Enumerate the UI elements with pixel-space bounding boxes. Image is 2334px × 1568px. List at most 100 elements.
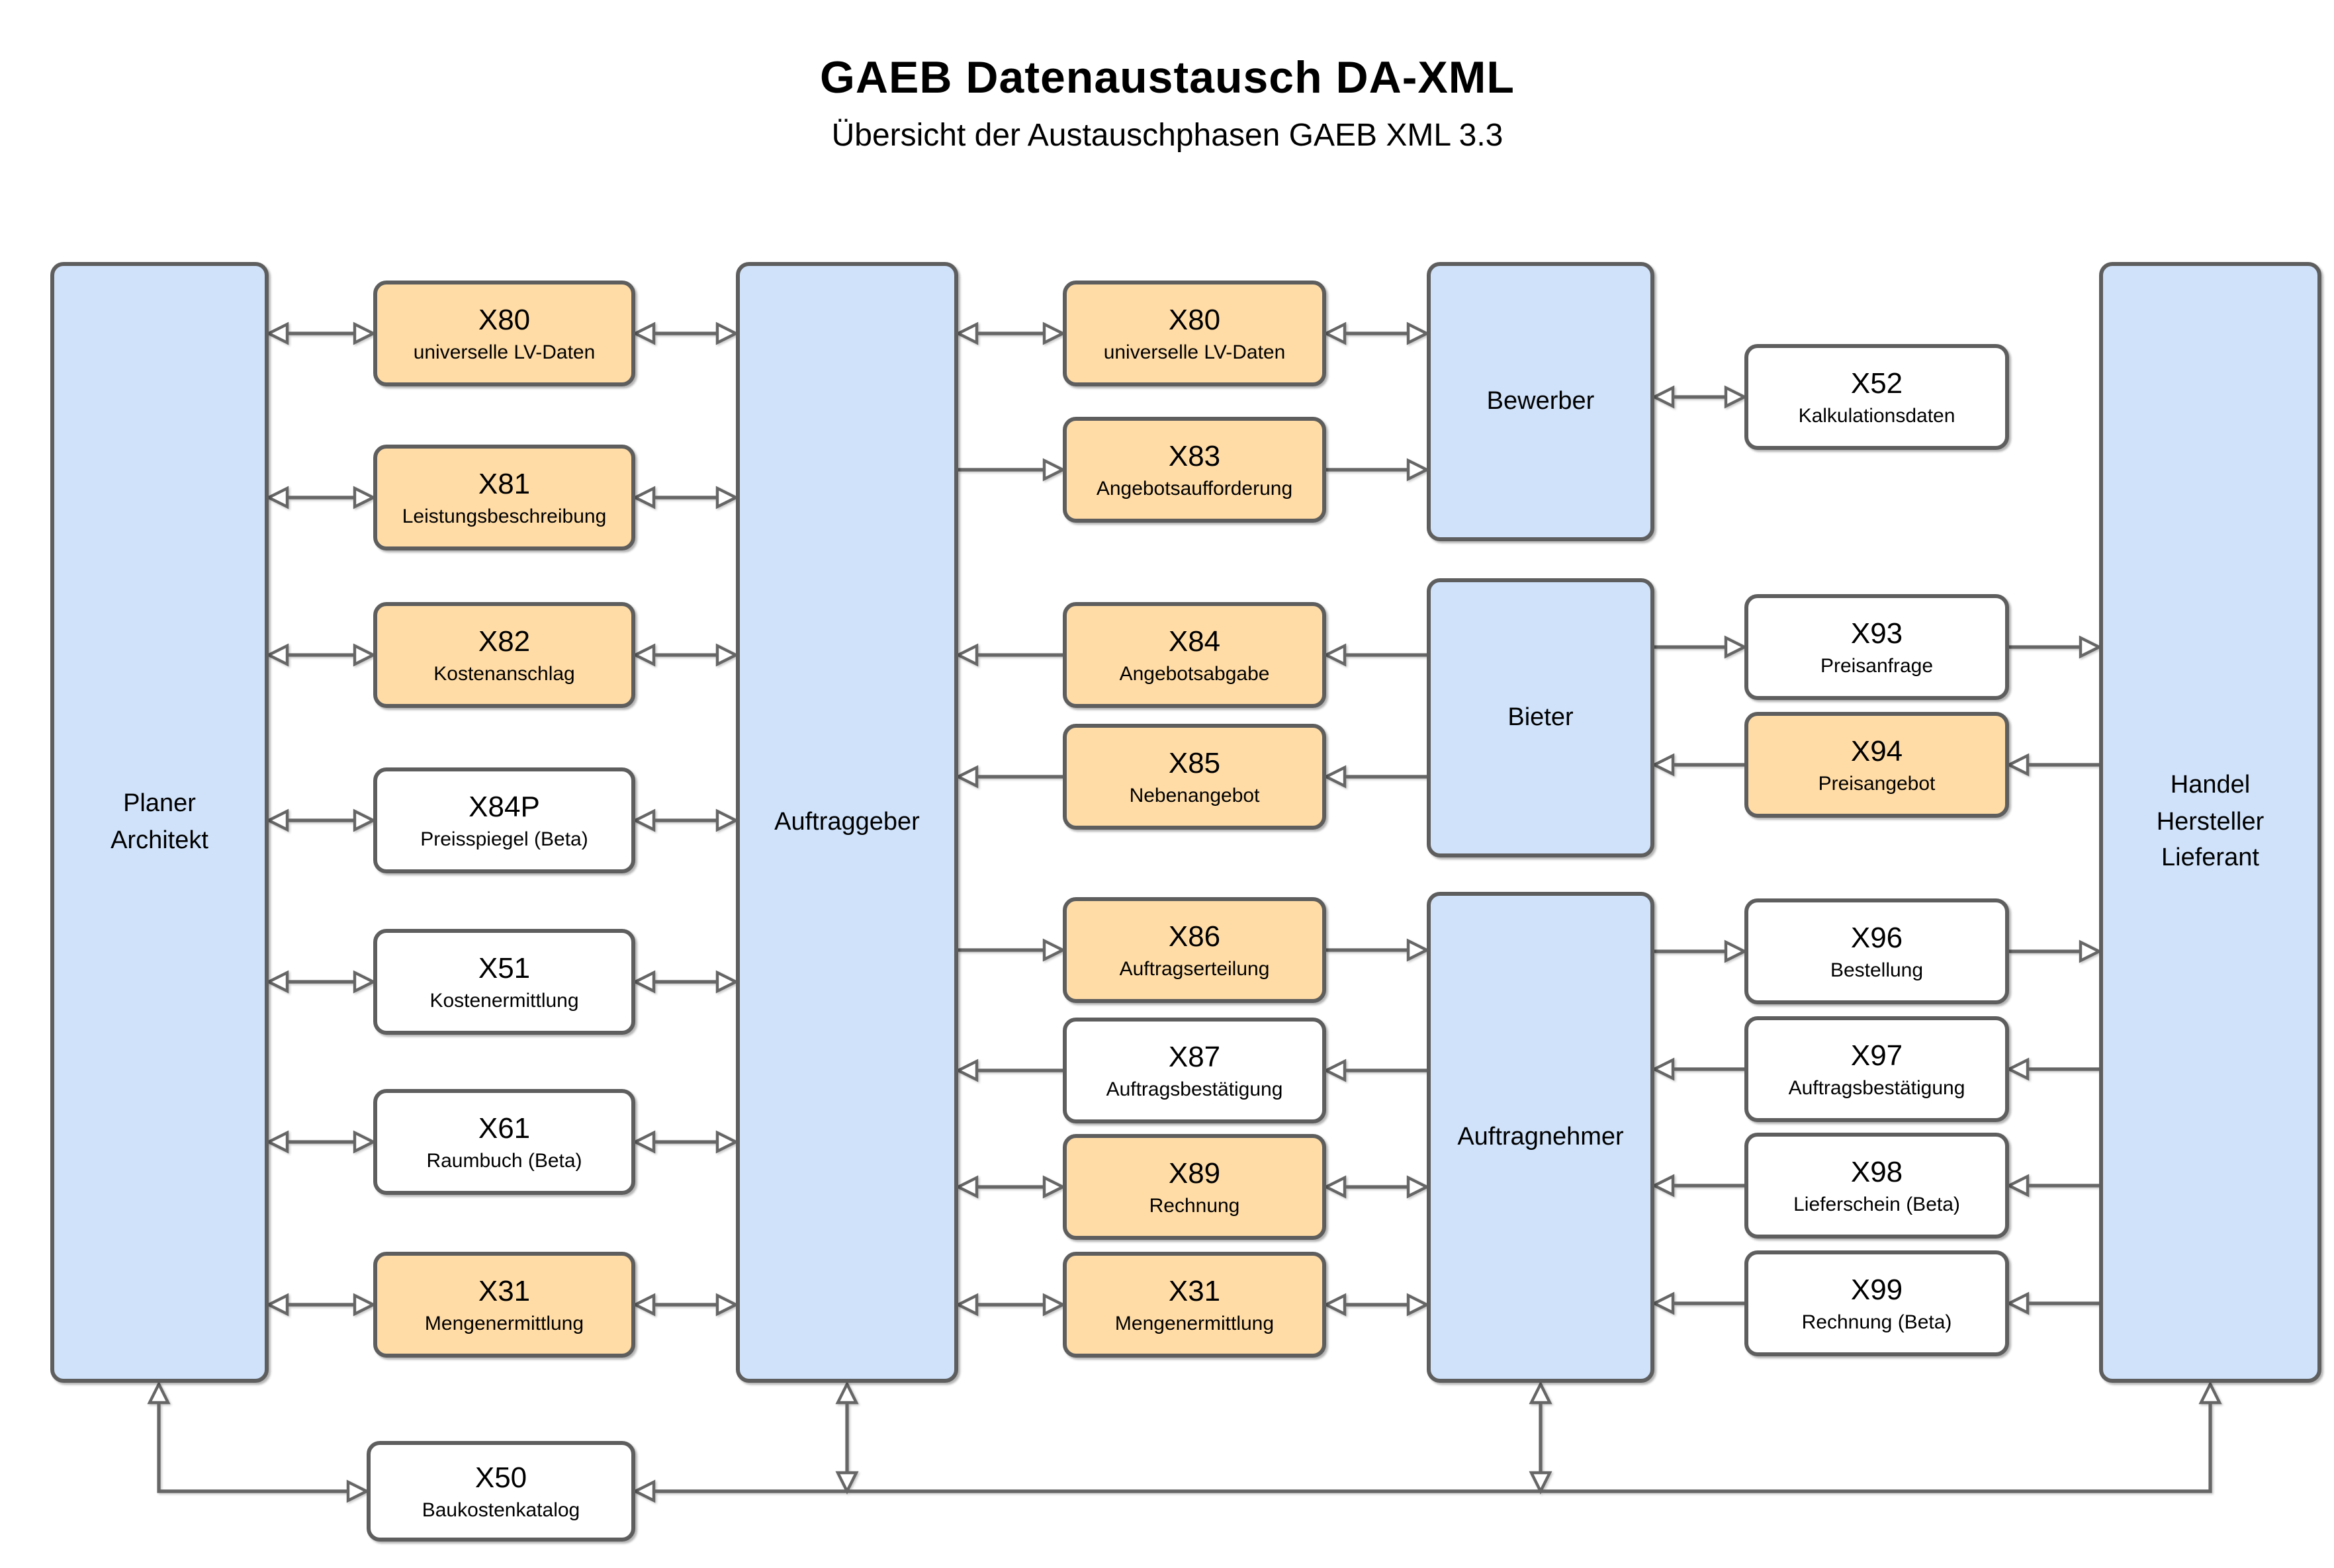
connector-handel-x97 — [2006, 1057, 2099, 1081]
arrowhead — [2006, 1057, 2030, 1081]
arrowhead — [715, 1130, 739, 1154]
phase-code: X52 — [1850, 366, 1903, 400]
arrowhead — [1529, 1471, 1552, 1495]
actor-label: Bieter — [1507, 703, 1574, 732]
arrowhead — [1323, 1175, 1347, 1199]
connector-auftraggeber-bottom-line — [835, 1381, 859, 1495]
connector-planer-x84p — [265, 808, 377, 832]
arrowhead — [1323, 1059, 1347, 1082]
connector-x99-auftragnehmer — [1651, 1291, 1744, 1315]
phase-x83: X83 Angebotsaufforderung — [1063, 417, 1326, 523]
actor-label: Handel Hersteller Lieferant — [2156, 771, 2265, 873]
actor-bewerber: Bewerber — [1427, 262, 1654, 541]
page-subtitle: Übersicht der Austauschphasen GAEB XML 3… — [831, 118, 1504, 153]
phase-x80-middle: X80 universelle LV-Daten — [1063, 281, 1326, 386]
phase-code: X99 — [1850, 1272, 1903, 1306]
connector-auftraggeber-x86 — [958, 938, 1066, 962]
actor-label: Planer Architekt — [111, 789, 208, 854]
arrowhead — [715, 1293, 739, 1317]
connector-bieter-x93 — [1654, 635, 1748, 659]
phase-label: Kostenermittlung — [429, 990, 579, 1013]
connector-auftraggeber-x80 — [955, 322, 1066, 345]
phase-label: Bestellung — [1830, 959, 1924, 982]
connector-x80-auftraggeber — [632, 322, 739, 345]
arrowhead — [353, 486, 377, 509]
arrowhead — [632, 1479, 656, 1503]
phase-label: Lieferschein (Beta) — [1793, 1194, 1960, 1217]
phase-x52: X52 Kalkulationsdaten — [1744, 344, 2009, 450]
arrowhead — [147, 1381, 171, 1405]
phase-code: X83 — [1168, 439, 1221, 472]
arrowhead — [835, 1381, 859, 1405]
phase-label: Mengenermittlung — [424, 1313, 584, 1336]
arrowhead — [1724, 385, 1748, 409]
actor-auftraggeber: Auftraggeber — [736, 262, 958, 1383]
arrowhead — [1724, 939, 1748, 963]
phase-x86: X86 Auftragserteilung — [1063, 897, 1326, 1003]
phase-code: X82 — [478, 624, 531, 658]
phase-label: Kalkulationsdaten — [1798, 405, 1955, 428]
phase-code: X87 — [1168, 1039, 1221, 1073]
arrowhead — [353, 643, 377, 667]
arrowhead — [1042, 938, 1066, 962]
connector-line — [651, 1400, 2212, 1493]
actor-label: Bewerber — [1486, 387, 1595, 415]
arrowhead — [2079, 939, 2102, 963]
arrowhead — [955, 1175, 979, 1199]
phase-x89: X89 Rechnung — [1063, 1134, 1326, 1240]
arrowhead — [2006, 1291, 2030, 1315]
phase-label: Rechnung — [1149, 1195, 1240, 1218]
phase-label: Leistungsbeschreibung — [402, 505, 607, 529]
arrowhead — [1406, 322, 1430, 345]
phase-x51: X51 Kostenermittlung — [373, 929, 635, 1035]
connector-handel-x98 — [2006, 1174, 2099, 1198]
arrowhead — [2198, 1381, 2222, 1405]
phase-x84p: X84P Preisspiegel (Beta) — [373, 767, 635, 873]
arrowhead — [1529, 1381, 1552, 1405]
actor-label: Auftragnehmer — [1457, 1123, 1624, 1151]
phase-label: Preisanfrage — [1820, 655, 1934, 678]
phase-label: Angebotsaufforderung — [1096, 478, 1293, 501]
phase-code: X61 — [478, 1111, 531, 1145]
connector-x86-auftragnehmer — [1326, 938, 1430, 962]
arrowhead — [632, 970, 656, 994]
arrowhead — [955, 765, 979, 789]
arrowhead — [715, 808, 739, 832]
connector-x50-handel-line — [632, 1381, 2222, 1503]
arrowhead — [353, 1293, 377, 1317]
connector-x89-auftragnehmer — [1323, 1175, 1430, 1199]
connector-handel-x94 — [2006, 753, 2099, 777]
arrowhead — [1042, 322, 1066, 345]
arrowhead — [2006, 753, 2030, 777]
phase-code: X51 — [478, 951, 531, 984]
arrowhead — [265, 1293, 289, 1317]
connector-x94-bieter — [1651, 753, 1744, 777]
phase-code: X80 — [1168, 302, 1221, 336]
arrowhead — [1323, 322, 1347, 345]
connector-x84-auftraggeber — [955, 643, 1063, 667]
phase-label: Auftragsbestätigung — [1106, 1078, 1283, 1102]
phase-x81: X81 Leistungsbeschreibung — [373, 445, 635, 550]
arrowhead — [632, 1130, 656, 1154]
phase-code: X84P — [469, 789, 540, 823]
arrowhead — [632, 643, 656, 667]
phase-x61: X61 Raumbuch (Beta) — [373, 1089, 635, 1195]
actor-planer-architekt: Planer Architekt — [50, 262, 269, 1383]
arrowhead — [353, 1130, 377, 1154]
connector-planer-x31 — [265, 1293, 377, 1317]
arrowhead — [632, 1293, 656, 1317]
phase-label: Baukostenkatalog — [422, 1499, 580, 1522]
arrowhead — [1651, 753, 1675, 777]
phase-label: universelle LV-Daten — [413, 341, 596, 365]
connector-x82-auftraggeber — [632, 643, 739, 667]
connector-auftragnehmer-x96 — [1654, 939, 1748, 963]
phase-label: universelle LV-Daten — [1103, 341, 1286, 365]
connector-x97-auftragnehmer — [1651, 1057, 1744, 1081]
phase-x31-middle: X31 Mengenermittlung — [1063, 1252, 1326, 1358]
phase-code: X98 — [1850, 1154, 1903, 1188]
arrowhead — [265, 322, 289, 345]
connector-x31-auftraggeber — [632, 1293, 739, 1317]
connector-auftragnehmer-x87 — [1323, 1059, 1427, 1082]
connector-x87-auftraggeber — [955, 1059, 1063, 1082]
